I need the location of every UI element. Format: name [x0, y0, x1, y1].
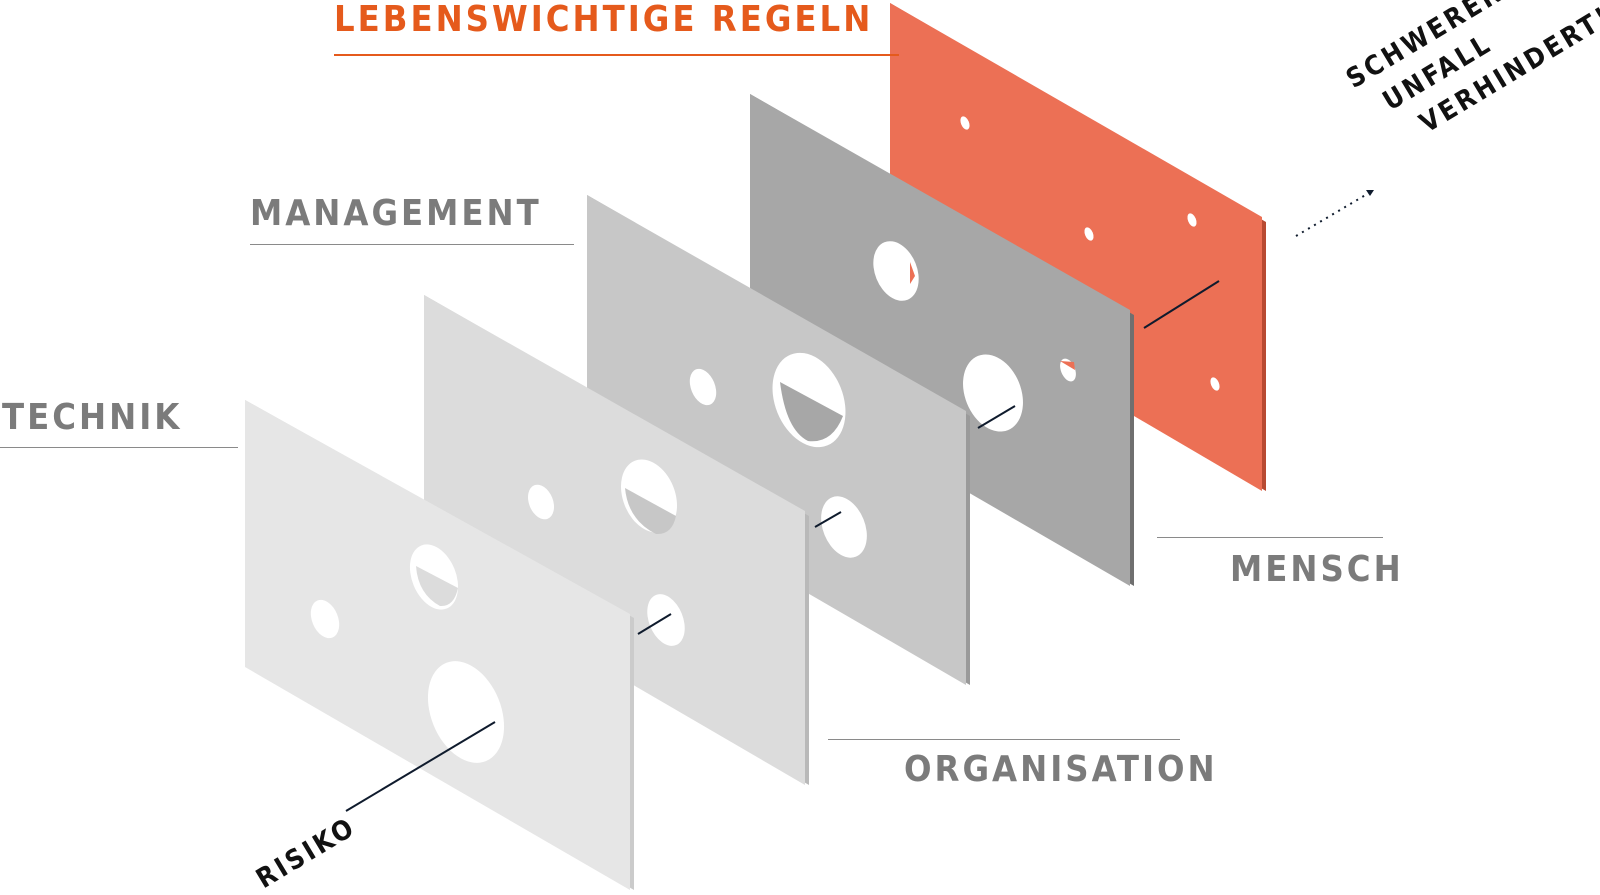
slice-hole [873, 241, 919, 301]
slice-hole [960, 116, 970, 130]
slice-hole [527, 484, 555, 520]
organisation-label: ORGANISATION [904, 749, 1218, 790]
slice-hole [1187, 213, 1197, 227]
management-label: MANAGEMENT [250, 193, 542, 234]
title-rule [334, 54, 899, 56]
risk-trajectory [345, 189, 1375, 812]
title-label: LEBENSWICHTIGE REGELN [334, 0, 874, 40]
mensch-label: MENSCH [1230, 549, 1404, 590]
risk-line-segment [1143, 280, 1220, 329]
slice-hole [963, 354, 1023, 432]
slice-lebenswichtige-regeln [890, 3, 1266, 491]
risk-arrow-tip [1366, 190, 1374, 196]
slice-hole [427, 661, 505, 763]
risk-line-segment [637, 613, 672, 635]
risk-line-dotted [1295, 189, 1375, 237]
slice-mensch [750, 94, 1134, 586]
slice-hole [1084, 227, 1094, 241]
risk-line-segment [977, 405, 1016, 429]
technik-rule [0, 447, 238, 448]
technik-label: TECHNIK [2, 397, 183, 438]
slice-hole [310, 599, 340, 639]
risk-line-segment [345, 721, 496, 812]
slice-management [587, 195, 970, 685]
organisation-rule [828, 739, 1180, 740]
slice-technik [245, 400, 634, 890]
mensch-rule [1157, 537, 1383, 538]
management-rule [250, 244, 574, 245]
slice-hole [1210, 377, 1220, 391]
slice-hole [821, 496, 867, 558]
slice-hole [647, 594, 685, 646]
slice-hole [689, 368, 717, 406]
slice-organisation [424, 295, 809, 785]
risk-line-segment [814, 511, 842, 528]
